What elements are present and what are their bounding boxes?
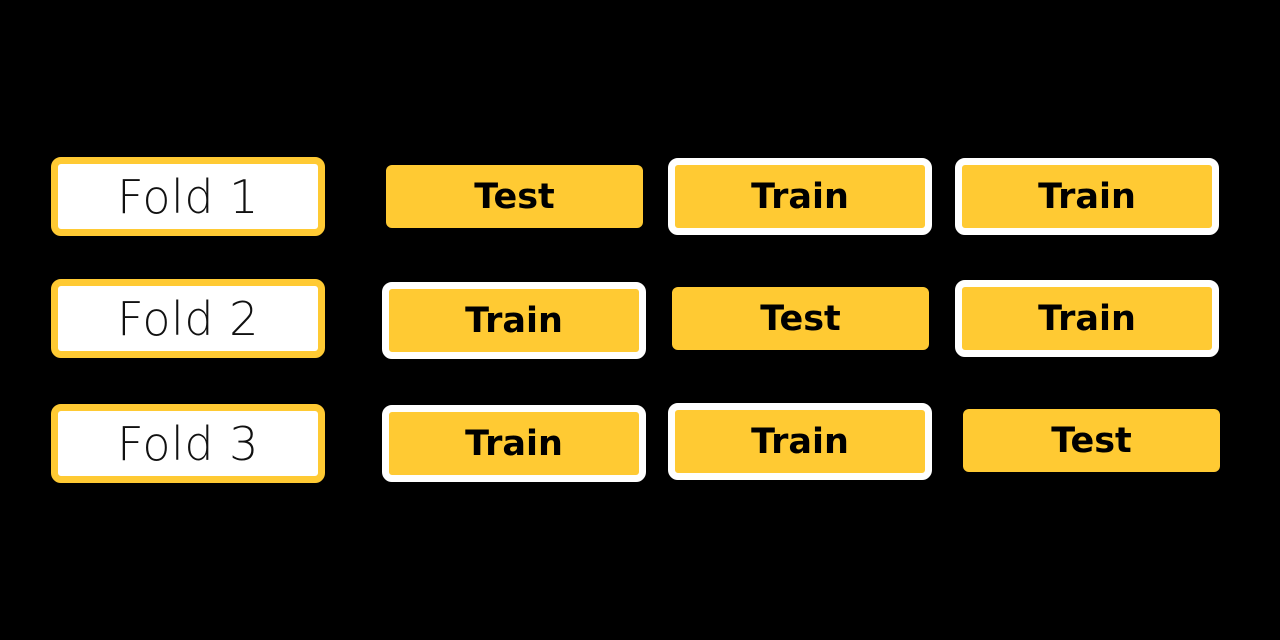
fold-3-label: Fold 3 <box>51 404 325 483</box>
fold-3-train-cell: Train <box>382 405 646 482</box>
fold-2-train-cell: Train <box>955 280 1219 357</box>
fold-1-label: Fold 1 <box>51 157 325 236</box>
fold-2-label: Fold 2 <box>51 279 325 358</box>
fold-1-test-cell: Test <box>386 165 643 228</box>
fold-3-train-cell: Train <box>668 403 932 480</box>
fold-1-train-cell: Train <box>668 158 932 235</box>
fold-2-train-cell: Train <box>382 282 646 359</box>
fold-1-train-cell: Train <box>955 158 1219 235</box>
fold-2-test-cell: Test <box>672 287 929 350</box>
fold-3-test-cell: Test <box>963 409 1220 472</box>
